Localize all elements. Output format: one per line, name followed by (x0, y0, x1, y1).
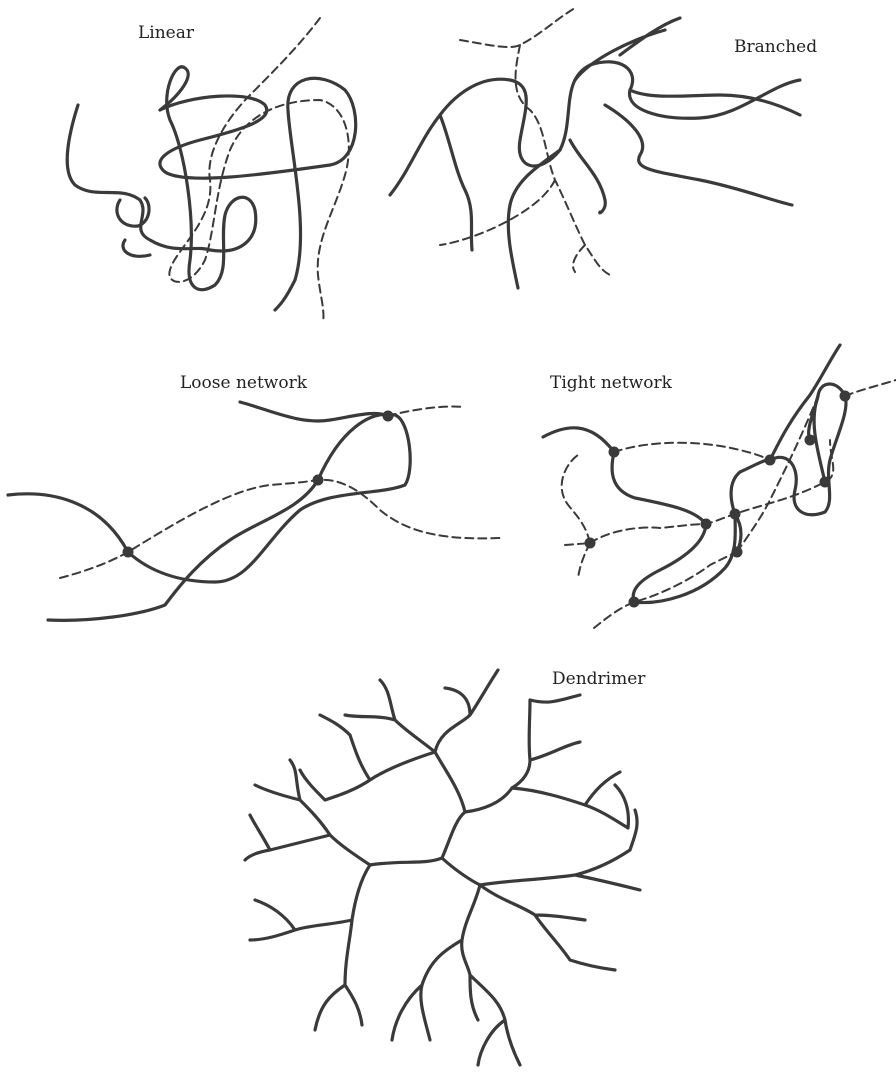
branched-arm-5 (570, 140, 605, 213)
crosslink-node (313, 475, 324, 486)
dendrimer-branch-lower-left (250, 865, 370, 1030)
tight-chain-2 (735, 345, 840, 552)
crosslink-node (805, 435, 816, 446)
crosslink-node (840, 391, 851, 402)
dendrimer-branch-top (345, 670, 498, 752)
branched-arm-3 (630, 90, 800, 115)
crosslink-node (123, 547, 134, 558)
dendrimer-branch-left (245, 760, 370, 865)
dendrimer-branch-upper-left (300, 715, 435, 800)
label-dendrimer: Dendrimer (552, 669, 646, 689)
crosslink-node (585, 538, 596, 549)
loose-chain-1 (8, 414, 410, 620)
crosslink-node (629, 597, 640, 608)
linear-polymer: Linear (67, 18, 355, 322)
branched-arm-1 (440, 115, 472, 250)
crosslink-node (732, 547, 743, 558)
branched-arm-4 (605, 105, 792, 205)
branched-dashed (440, 8, 610, 275)
crosslink-node (383, 411, 394, 422)
dendrimer-branch-bottom (392, 885, 520, 1065)
dendrimer-branch-right (512, 695, 628, 828)
crosslink-node (609, 447, 620, 458)
tight-dashed-2 (562, 380, 896, 628)
dendrimer: Dendrimer (245, 669, 646, 1065)
label-branched: Branched (734, 37, 817, 57)
linear-chain-3 (117, 198, 150, 256)
crosslink-node (765, 455, 776, 466)
crosslink-node (730, 509, 741, 520)
tight-chain-3 (814, 396, 825, 482)
branched-arm-6 (575, 18, 680, 80)
label-loose-network: Loose network (180, 373, 308, 393)
tight-chain-1 (543, 384, 846, 603)
dendrimer-core (370, 752, 512, 885)
loose-network: Loose network (8, 373, 500, 620)
crosslink-node (820, 477, 831, 488)
label-tight-network: Tight network (550, 373, 673, 393)
dendrimer-branch-lower-right (480, 810, 640, 970)
branched-polymer: Branched (390, 8, 817, 288)
tight-network: Tight network (543, 345, 896, 628)
tight-dashed-1 (590, 440, 833, 543)
crosslink-node (701, 519, 712, 530)
label-linear: Linear (138, 23, 195, 43)
linear-chain-dashed (169, 18, 348, 322)
loose-dashed-2 (388, 407, 465, 416)
